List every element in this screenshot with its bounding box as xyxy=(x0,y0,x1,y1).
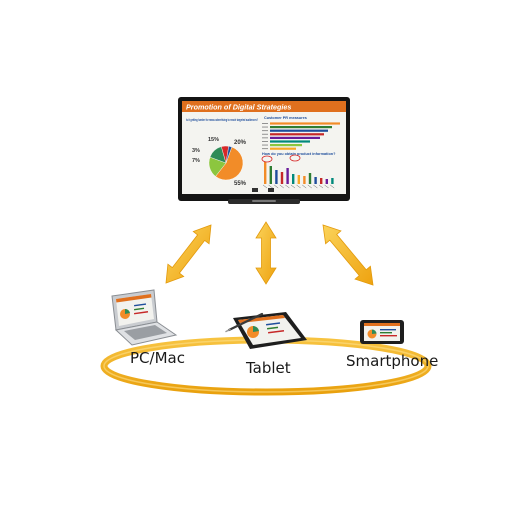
slide-column-chart xyxy=(262,162,335,189)
column-label xyxy=(274,184,279,189)
column-label xyxy=(262,184,268,189)
column xyxy=(292,174,295,184)
smartphone-screen-bar xyxy=(380,332,392,334)
arrow-shape xyxy=(322,224,374,286)
laptop-screen-bar xyxy=(134,311,149,315)
slide-right-question: Customer PR measures xyxy=(264,116,307,120)
tablet-stylus-tip xyxy=(225,328,231,333)
smartphone-screen-bar xyxy=(380,335,397,337)
column-label xyxy=(318,184,324,189)
bar-label xyxy=(262,144,268,146)
pie-label-red: 7% xyxy=(192,158,200,164)
column xyxy=(286,168,289,184)
column-label xyxy=(279,184,284,189)
bar-label xyxy=(262,137,268,139)
slide-title-banner xyxy=(182,101,346,112)
pie-label-blue: 3% xyxy=(192,148,200,154)
pie-label-orange: 55% xyxy=(234,181,247,187)
column xyxy=(331,178,334,184)
tablet-screen-bar xyxy=(267,330,285,334)
arrow-shape xyxy=(165,224,212,284)
laptop-device xyxy=(111,289,178,346)
bar xyxy=(270,129,328,132)
tablet-stylus xyxy=(227,312,264,332)
laptop-keyboard xyxy=(124,325,167,340)
arrow-shape xyxy=(255,221,277,285)
pie-slice xyxy=(225,145,233,164)
smartphone-device xyxy=(360,320,404,344)
slide-bar-chart xyxy=(262,122,340,150)
column-label xyxy=(307,184,312,189)
column xyxy=(325,179,328,184)
column xyxy=(314,177,317,184)
column-label xyxy=(324,184,329,189)
column-label xyxy=(268,184,273,189)
column-label xyxy=(313,184,318,189)
slide-title: Promotion of Digital Strategies xyxy=(186,103,291,112)
slide-toolbar-button xyxy=(268,188,274,192)
tablet-screen-pie-slice xyxy=(253,325,259,332)
arrow-display-tablet xyxy=(255,221,277,285)
smartphone-screen-pie-slice xyxy=(372,329,377,334)
laptop-screen-bar xyxy=(134,303,147,307)
column-label xyxy=(285,184,290,189)
bar-label xyxy=(262,133,268,135)
column-label xyxy=(302,184,307,189)
pie-label-green: 15% xyxy=(208,137,219,143)
column-label xyxy=(330,184,335,189)
laptop-screen-banner xyxy=(116,294,152,303)
bar xyxy=(270,126,332,129)
interactive-display: Promotion of Digital Strategies Is it ge… xyxy=(178,97,350,204)
slide-toolbar-button xyxy=(252,188,258,192)
device-label-smartphone: Smartphone xyxy=(346,352,439,370)
arrow-display-pc xyxy=(165,224,212,284)
bar-label xyxy=(262,148,268,150)
bar-label xyxy=(262,141,268,142)
column xyxy=(320,178,323,184)
column xyxy=(269,166,272,184)
column xyxy=(308,173,312,184)
bar xyxy=(270,144,302,147)
tablet-screen-bar xyxy=(266,322,281,326)
slide-pie-chart xyxy=(208,145,244,181)
bar xyxy=(270,122,340,125)
bar-label xyxy=(262,126,268,128)
pie-label-lightgreen: 20% xyxy=(234,140,247,146)
bar-label xyxy=(262,123,268,124)
column xyxy=(264,162,267,184)
device-label-tablet: Tablet xyxy=(246,359,291,377)
tablet-device xyxy=(225,312,307,349)
display-base-light xyxy=(252,200,276,202)
pie-slice xyxy=(215,146,244,181)
bar-label xyxy=(262,130,268,132)
column xyxy=(280,172,284,184)
bar xyxy=(270,147,296,150)
column-label xyxy=(290,184,296,189)
column xyxy=(297,175,300,184)
smartphone-screen-bar xyxy=(380,329,396,331)
tablet-screen-bar xyxy=(267,326,279,330)
laptop-screen-pie-slice xyxy=(125,308,130,314)
slide-annotation-circle xyxy=(261,155,273,163)
arrow-display-smartphone xyxy=(322,224,374,286)
bar xyxy=(270,140,310,143)
bar xyxy=(270,136,320,139)
smartphone-screen-banner xyxy=(364,323,400,326)
column xyxy=(275,170,278,184)
slide-annotation-circle xyxy=(289,154,301,162)
laptop-screen-bar xyxy=(133,307,145,311)
column xyxy=(303,176,306,184)
slide-left-question: Is it getting harder for mass advertisin… xyxy=(186,118,258,122)
column-label xyxy=(296,184,301,189)
device-label-pc-mac: PC/Mac xyxy=(130,349,185,367)
slide-bottom-question: How do you obtain product information? xyxy=(262,152,336,156)
bar xyxy=(270,133,324,136)
